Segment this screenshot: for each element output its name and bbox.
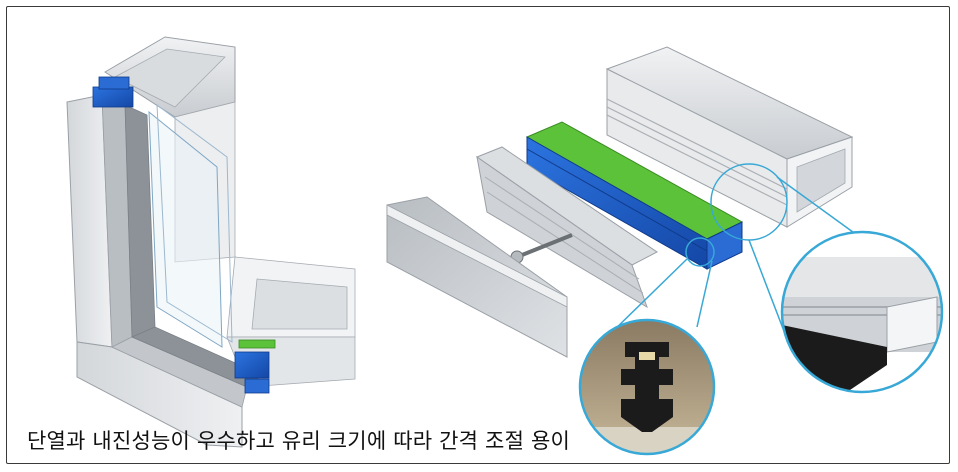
figure-illustration	[66, 36, 944, 456]
figure-frame: 단열과 내진성능이 우수하고 유리 크기에 따라 간격 조절 용이	[6, 6, 950, 464]
zoom-callout-profile-edge	[780, 230, 944, 394]
caption-text: 단열과 내진성능이 우수하고 유리 크기에 따라 간격 조절 용이	[27, 429, 571, 453]
exploded-profile-illustration	[386, 46, 854, 358]
window-frame-corner-illustration	[66, 36, 356, 448]
zoom-callout-gasket	[578, 318, 716, 456]
